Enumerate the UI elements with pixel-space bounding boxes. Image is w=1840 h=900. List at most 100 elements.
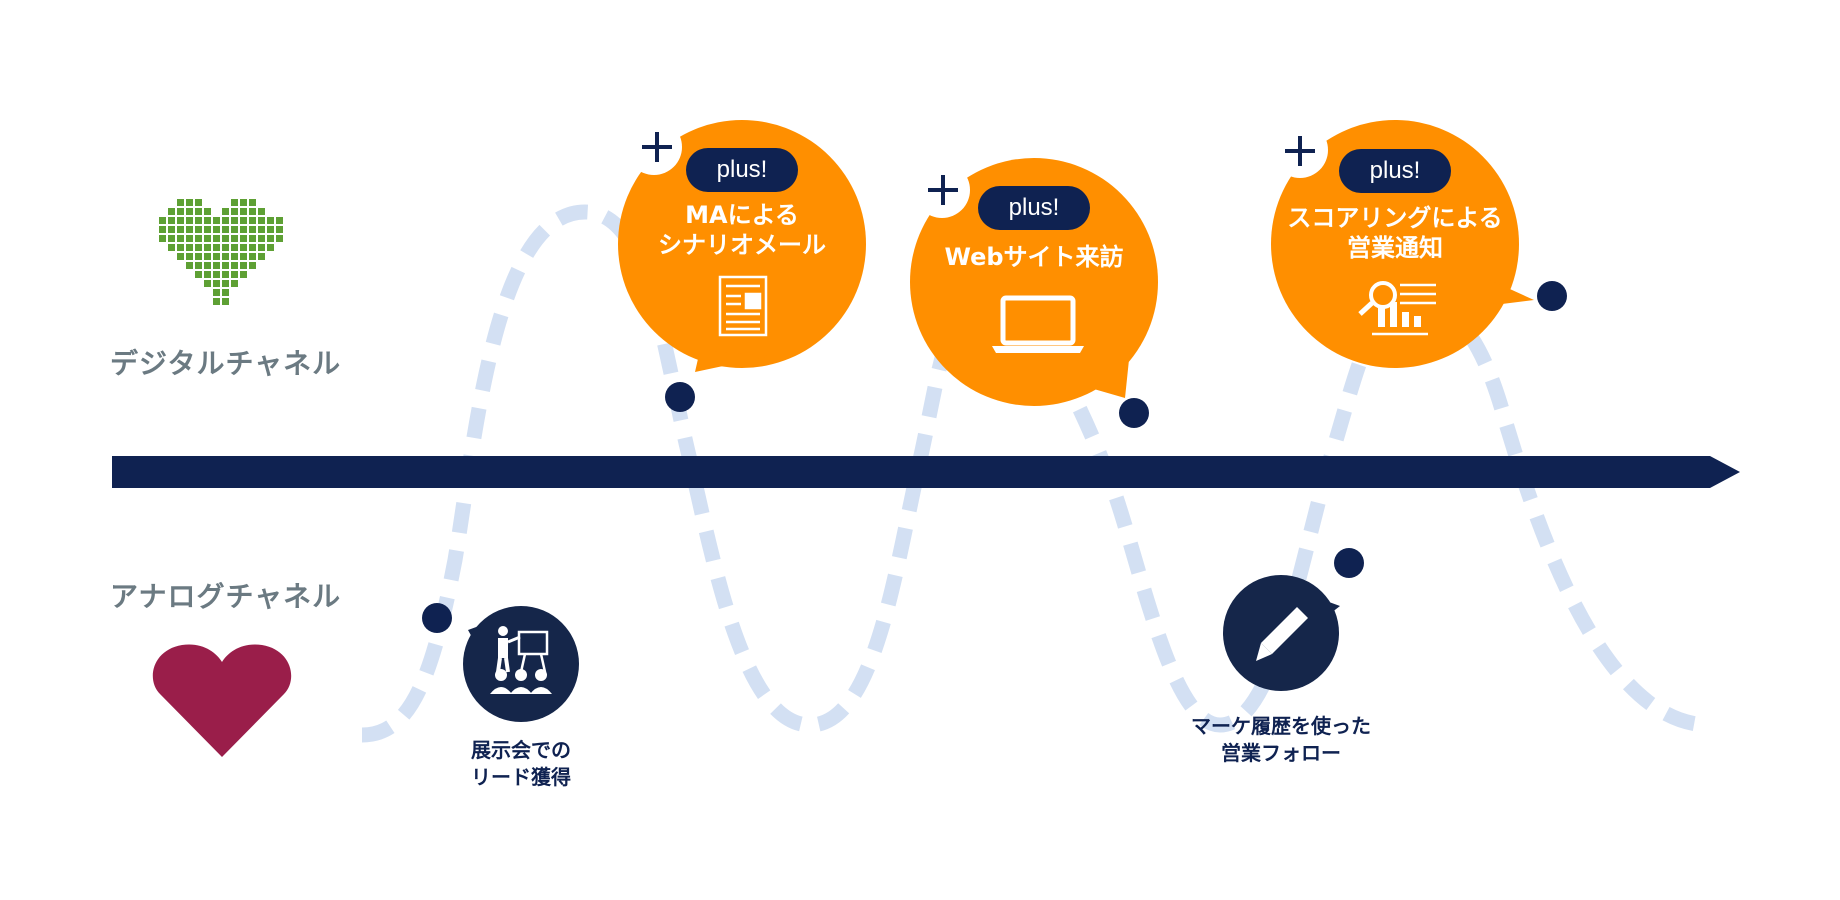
timeline-node (1119, 398, 1149, 428)
laptop-icon (992, 295, 1084, 353)
heart-pixel (195, 208, 202, 215)
timeline-arrow (112, 456, 1740, 488)
heart-pixel (249, 262, 256, 269)
heart-pixel (177, 217, 184, 224)
heart-pixel (231, 226, 238, 233)
heart-pixel (240, 208, 247, 215)
heart-pixel (240, 253, 247, 260)
timeline-nodes (422, 281, 1567, 633)
heart-pixel (213, 244, 220, 251)
presentation-icon (490, 626, 552, 694)
heart-pixel (231, 217, 238, 224)
bubble-scoring-notification (1271, 120, 1534, 368)
bubble-title: スコアリングによる 営業通知 (1287, 204, 1503, 262)
heart-pixel (213, 226, 220, 233)
heart-pixel (213, 253, 220, 260)
heart-pixel (186, 217, 193, 224)
plus-tag: plus! (686, 148, 798, 192)
heart-pixel (222, 217, 229, 224)
heart-pixel (195, 235, 202, 242)
heart-pixel (249, 226, 256, 233)
heart-pixel (258, 226, 265, 233)
timeline-node (665, 382, 695, 412)
heart-pixel (195, 244, 202, 251)
heart-pixel (159, 217, 166, 224)
heart-pixel (186, 226, 193, 233)
heart-pixel (276, 235, 283, 242)
heart-pixel (177, 226, 184, 233)
heart-pixel (177, 253, 184, 260)
heart-pixel (204, 271, 211, 278)
heart-pixel (249, 253, 256, 260)
heart-pixel (222, 208, 229, 215)
heart-pixel (240, 235, 247, 242)
heart-pixel (231, 262, 238, 269)
heart-pixel (186, 199, 193, 206)
heart-pixel (249, 199, 256, 206)
heart-pixel (186, 208, 193, 215)
plus-mark-icon (1285, 136, 1315, 166)
bubble-title: MAによる シナリオメール (658, 201, 826, 259)
heart-pixel (168, 235, 175, 242)
heart-pixel (240, 244, 247, 251)
heart-pixel (186, 244, 193, 251)
heart-pixel (222, 253, 229, 260)
heart-pixel (276, 217, 283, 224)
analog-channel-label: アナログチャネル (110, 580, 342, 613)
heart-pixel (258, 217, 265, 224)
digital-pixel-heart-icon (159, 199, 283, 305)
plus-tag: plus! (978, 186, 1090, 230)
heart-pixel (195, 217, 202, 224)
heart-pixel (168, 226, 175, 233)
heart-pixel (240, 199, 247, 206)
heart-pixel (186, 262, 193, 269)
analog-sales-follow (1223, 575, 1340, 691)
heart-pixel (195, 199, 202, 206)
heart-pixel (222, 298, 229, 305)
heart-pixel (186, 253, 193, 260)
heart-pixel (168, 217, 175, 224)
heart-pixel (240, 271, 247, 278)
heart-pixel (204, 217, 211, 224)
plus-mark-icon (928, 175, 958, 205)
heart-pixel (204, 253, 211, 260)
bubble-website-visit (910, 158, 1158, 406)
heart-pixel (213, 271, 220, 278)
heart-pixel (249, 244, 256, 251)
heart-pixel (249, 217, 256, 224)
heart-pixel (267, 217, 274, 224)
heart-pixel (222, 262, 229, 269)
heart-pixel (204, 244, 211, 251)
heart-pixel (231, 199, 238, 206)
heart-pixel (258, 208, 265, 215)
heart-pixel (213, 298, 220, 305)
heart-pixel (168, 244, 175, 251)
heart-pixel (231, 280, 238, 287)
heart-pixel (240, 217, 247, 224)
heart-pixel (258, 244, 265, 251)
heart-pixel (276, 226, 283, 233)
heart-pixel (222, 226, 229, 233)
heart-pixel (195, 253, 202, 260)
analog-heart-icon (152, 644, 292, 757)
heart-pixel (177, 208, 184, 215)
analytics-chart-icon (1358, 281, 1436, 336)
heart-pixel (267, 244, 274, 251)
heart-pixel (213, 262, 220, 269)
heart-pixel (213, 217, 220, 224)
heart-pixel (177, 199, 184, 206)
heart-pixel (186, 235, 193, 242)
heart-pixel (258, 253, 265, 260)
heart-pixel (222, 289, 229, 296)
heart-pixel (231, 244, 238, 251)
heart-pixel (222, 235, 229, 242)
heart-pixel (231, 235, 238, 242)
bubble-title: Webサイト来訪 (944, 243, 1124, 271)
heart-pixel (213, 289, 220, 296)
heart-pixel (222, 244, 229, 251)
heart-pixel (222, 271, 229, 278)
heart-pixel (204, 226, 211, 233)
digital-channel-label: デジタルチャネル (110, 347, 342, 380)
heart-pixel (204, 280, 211, 287)
